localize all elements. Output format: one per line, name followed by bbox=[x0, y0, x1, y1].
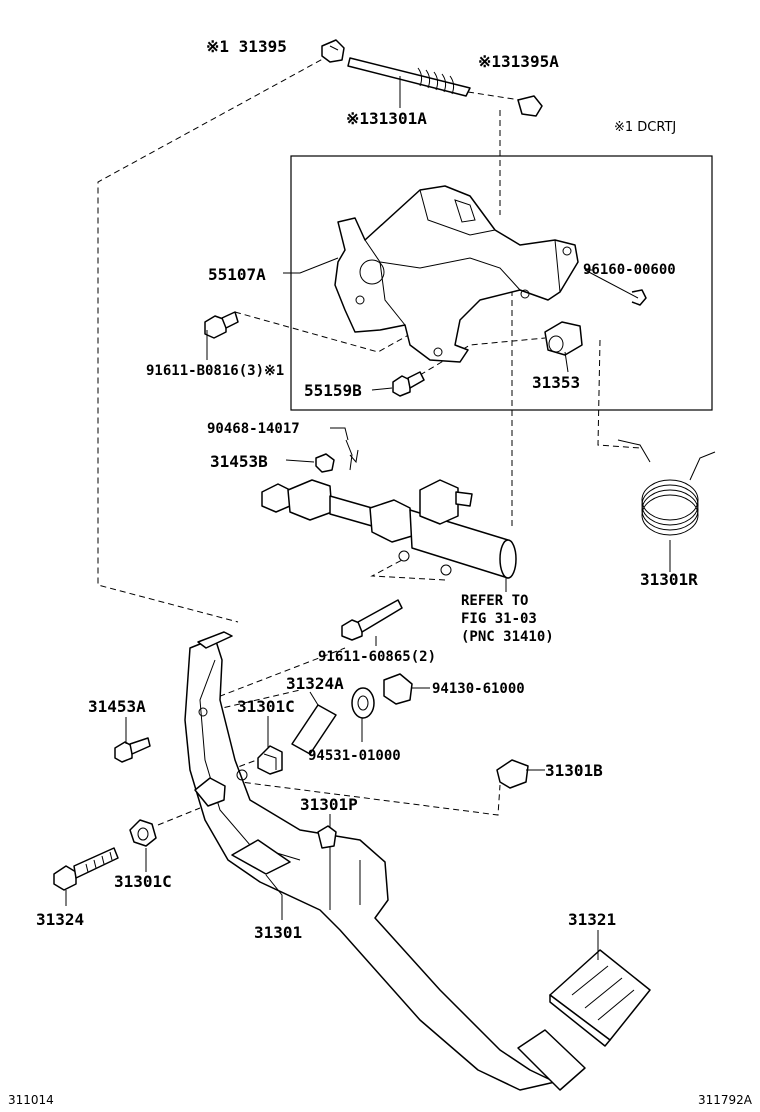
stopper-31301B bbox=[496, 759, 529, 789]
label-55159B: 55159B bbox=[304, 381, 362, 400]
label-31395: ※1 31395 bbox=[206, 37, 287, 56]
clip-31395 bbox=[321, 39, 345, 63]
label-31301R: 31301R bbox=[640, 570, 698, 589]
label-91611-60865: 91611-60865(2) bbox=[318, 649, 436, 665]
label-91611-B0816: 91611-B0816(3)※1 bbox=[146, 363, 284, 379]
bushing-31301C-bottom bbox=[129, 819, 157, 847]
collar-31324A bbox=[291, 704, 337, 755]
bolt-55159B bbox=[392, 371, 425, 397]
bolt-91611-B0816 bbox=[204, 311, 239, 339]
clip-31395A bbox=[517, 95, 543, 117]
pedal-bracket-55107A bbox=[334, 185, 579, 363]
nut-94130-61000 bbox=[383, 673, 413, 705]
label-94531-01000: 94531-01000 bbox=[308, 748, 401, 764]
label-31324A: 31324A bbox=[286, 674, 344, 693]
bushing-31353 bbox=[544, 321, 583, 356]
bolt-31453A bbox=[114, 737, 151, 763]
label-90468-14017: 90468-14017 bbox=[207, 421, 300, 437]
label-94130-61000: 94130-61000 bbox=[432, 681, 525, 697]
label-legend-note: ※1 DCRTJ bbox=[614, 120, 676, 135]
spring-pin-31301A bbox=[347, 57, 471, 97]
bushing-31453B bbox=[315, 453, 335, 473]
footer-left-code: 311014 bbox=[8, 1093, 54, 1107]
bolt-91611-60865 bbox=[341, 599, 403, 641]
label-31301A: ※131301A bbox=[346, 109, 427, 128]
label-31353: 31353 bbox=[532, 373, 580, 392]
leader-lines bbox=[65, 76, 671, 960]
label-31301C-top: 31301C bbox=[237, 697, 295, 716]
label-31324: 31324 bbox=[36, 910, 84, 929]
pedal-pad-31321 bbox=[517, 949, 651, 1091]
clutch-pedal-arm-31301 bbox=[184, 631, 556, 1091]
bracket-assembly-frame bbox=[290, 155, 713, 411]
washer-94531-01000 bbox=[351, 687, 375, 719]
bolt-31324 bbox=[53, 847, 119, 891]
parts-drawings bbox=[53, 39, 716, 1091]
label-refer-pnc: (PNC 31410) bbox=[461, 629, 554, 645]
e-ring-96160-00600 bbox=[631, 289, 647, 306]
label-31301B: 31301B bbox=[545, 761, 603, 780]
label-refer-fig: FIG 31-03 bbox=[461, 611, 537, 627]
label-31453A: 31453A bbox=[88, 697, 146, 716]
footer-right-code: 311792A bbox=[698, 1093, 753, 1107]
clutch-master-cylinder bbox=[261, 479, 517, 579]
label-31395A: ※131395A bbox=[478, 52, 559, 71]
label-31453B: 31453B bbox=[210, 452, 268, 471]
label-31301P: 31301P bbox=[300, 795, 358, 814]
label-31301C-bottom: 31301C bbox=[114, 872, 172, 891]
label-31321: 31321 bbox=[568, 910, 616, 929]
label-96160-00600: 96160-00600 bbox=[583, 262, 676, 278]
label-31301: 31301 bbox=[254, 923, 302, 942]
bushing-31301C-top bbox=[257, 745, 283, 775]
clip-31301P bbox=[317, 825, 337, 849]
return-spring-31301R bbox=[617, 439, 716, 536]
label-refer-to: REFER TO bbox=[461, 593, 528, 609]
clip-pin-90468-14017 bbox=[345, 439, 359, 471]
label-55107A: 55107A bbox=[208, 265, 266, 284]
dashed-connector-lines bbox=[97, 54, 641, 853]
part-labels: ※1 31395 ※131395A ※131301A ※1 DCRTJ 5510… bbox=[36, 37, 698, 942]
